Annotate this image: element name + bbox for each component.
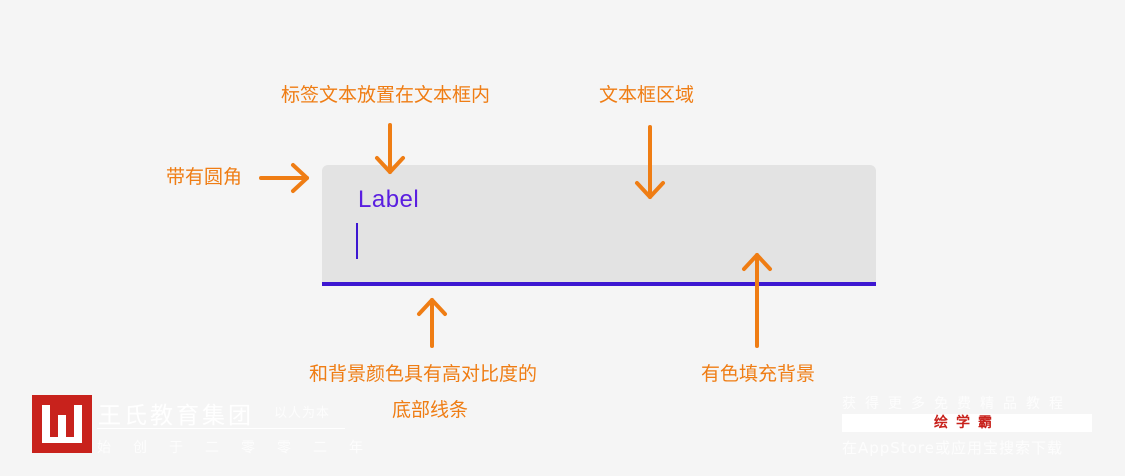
watermark-download-line: 在AppStore或应用宝搜索下载: [842, 439, 1063, 457]
text-cursor: [356, 223, 358, 259]
arrow-up-underline-icon: [417, 298, 447, 348]
watermark-motto: 以人为本: [274, 406, 331, 421]
annotation-contrast-underline-line2: 底部线条: [392, 399, 469, 421]
annotation-rounded-corners: 带有圆角: [166, 166, 243, 188]
brand-logo: [32, 395, 92, 453]
watermark-promo-line: 获得更多免费精品教程: [842, 396, 1072, 412]
watermark-app-name: 绘学霸: [842, 414, 1092, 432]
filled-text-field[interactable]: [322, 165, 876, 284]
arrow-down-label-icon: [375, 123, 405, 174]
watermark-founded: 始创于二零零二年: [97, 440, 385, 456]
annotation-contrast-underline-line1: 和背景颜色具有高对比度的: [309, 363, 538, 385]
arrow-down-field-icon: [635, 125, 665, 199]
text-field-label: Label: [358, 186, 420, 213]
arrow-up-fill-icon: [742, 253, 772, 348]
annotation-label-inside: 标签文本放置在文本框内: [281, 84, 491, 106]
text-field-underline: [322, 282, 876, 286]
watermark-org-name: 王氏教育集团: [98, 403, 254, 429]
annotation-filled-background: 有色填充背景: [701, 363, 816, 385]
arrow-right-corner-icon: [259, 163, 309, 193]
watermark-divider: [97, 428, 345, 429]
annotation-field-area: 文本框区域: [599, 84, 695, 106]
